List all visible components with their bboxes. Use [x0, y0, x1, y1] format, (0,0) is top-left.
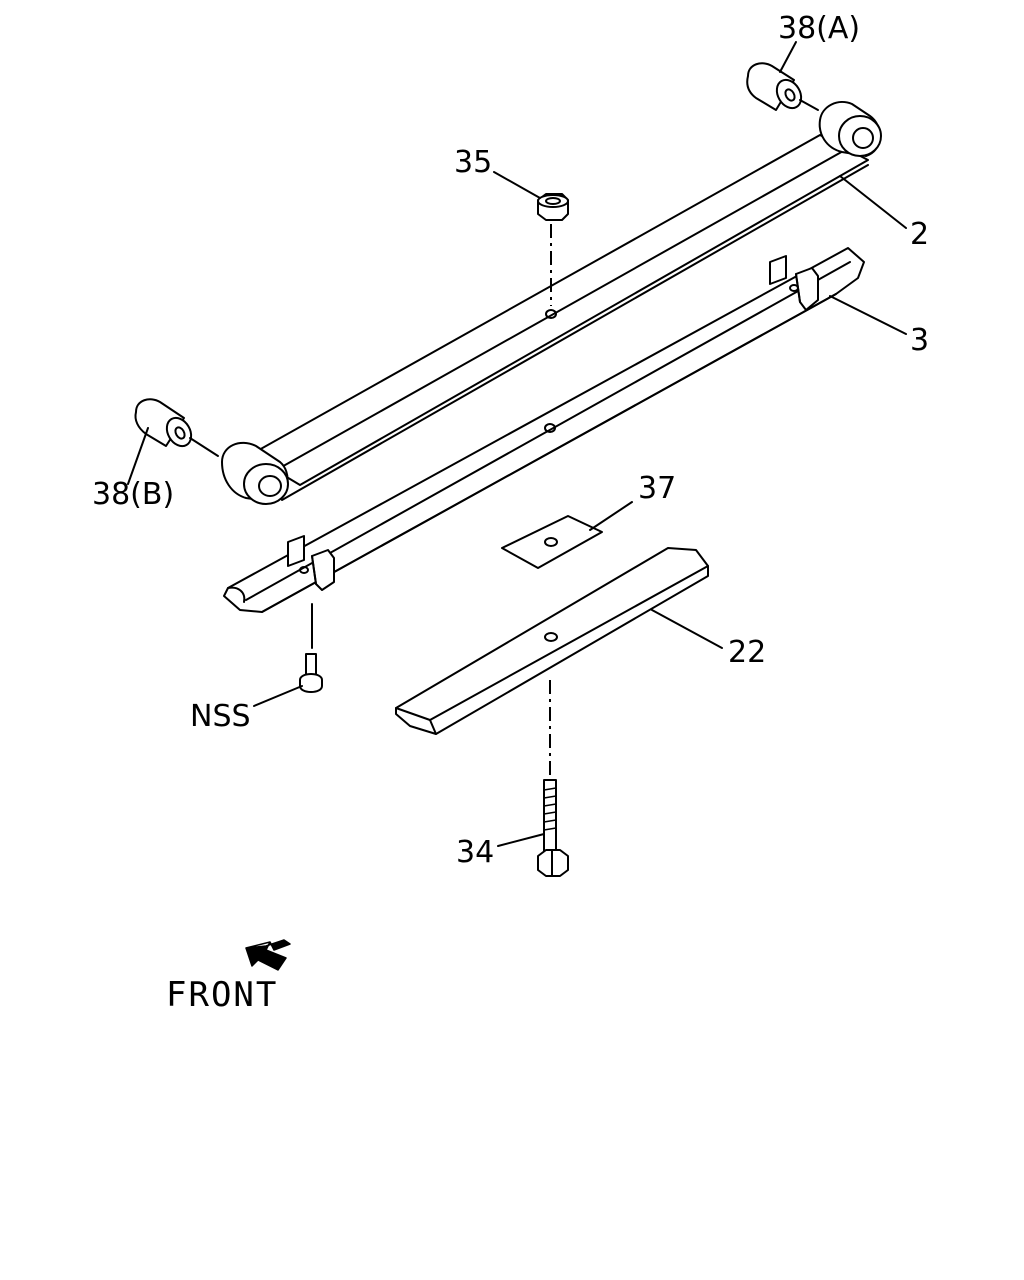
callout-35: 35 [454, 145, 492, 180]
part-2-leaf-spring [221, 101, 882, 505]
part-38a-bushing [746, 62, 819, 111]
front-spring-eye [221, 441, 289, 505]
front-arrow-icon [245, 939, 291, 971]
callout-labels: 38(A) 35 2 3 38(B) 37 22 NSS 34 [92, 11, 929, 870]
front-rebound-clip [287, 535, 335, 591]
part-37-pad [501, 515, 603, 569]
front-direction-indicator: FRONT [166, 939, 291, 1015]
leader-35 [493, 171, 541, 199]
callout-37: 37 [638, 471, 676, 506]
front-label: FRONT [166, 975, 278, 1015]
callout-34: 34 [456, 835, 494, 870]
callout-2: 2 [910, 217, 929, 252]
callout-38b: 38(B) [92, 477, 174, 512]
leader-3 [829, 295, 907, 335]
leader-22 [651, 609, 723, 649]
leader-lines [127, 41, 907, 847]
callout-22: 22 [728, 635, 766, 670]
part-34-center-bolt [537, 680, 569, 877]
nss-bolt [299, 603, 323, 693]
part-22-spacer-plate [395, 547, 709, 735]
leader-nss [253, 685, 303, 707]
leader-2 [839, 175, 907, 229]
leader-34 [497, 833, 545, 847]
part-35-nut [537, 193, 569, 306]
leader-37 [589, 501, 633, 531]
part-3-second-leaf [223, 247, 865, 613]
part-38b-bushing [134, 398, 219, 457]
rear-spring-eye [818, 101, 882, 157]
leader-38b [127, 427, 149, 485]
callout-nss: NSS [190, 699, 251, 734]
rear-rebound-clip [769, 255, 819, 311]
leader-38a [779, 41, 797, 73]
callout-3: 3 [910, 323, 929, 358]
callout-38a: 38(A) [778, 11, 860, 46]
